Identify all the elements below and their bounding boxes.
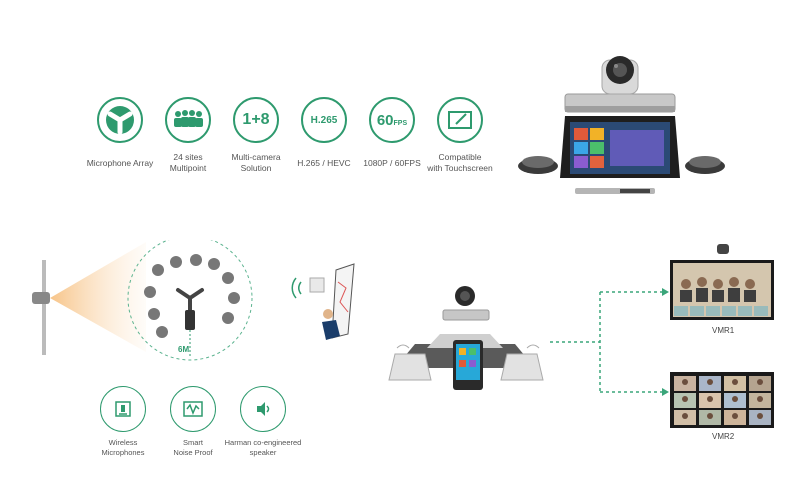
wireless-mic-right [500,344,544,381]
h265-icon: H.265 [301,97,347,143]
multipoint-icon [165,97,211,143]
microphone-array-icon [97,97,143,143]
whiteboard-illustration [291,263,355,340]
wall-camera [32,292,50,304]
bottom-label-wireless: Wireless Microphones [101,438,145,457]
coverage-diagram [32,240,253,361]
fps-unit: FPS [393,119,408,127]
wireless-microphone-icon [100,386,146,432]
speaker-icon [240,386,286,432]
feature-label-h265: H.265 / HEVC [297,158,351,168]
expansion-mic-left [518,156,558,174]
feature-label-touch: Compatible with Touchscreen [427,152,493,173]
participants [144,254,240,338]
noise-proof-icon [170,386,216,432]
vmr1-display [670,244,774,320]
feature-label-multipoint: 24 sites Multipoint [169,152,207,173]
vmr1-label: VMR1 [712,326,735,335]
conference-system-bottom [388,286,544,390]
distance-label: 6M [178,345,190,354]
multi-camera-text: 1+8 [242,111,270,128]
feature-label-fps: 1080P / 60FPS [363,158,421,168]
center-microphone [176,288,204,312]
wireless-mic-left [388,344,432,381]
vmr2-display [670,372,774,428]
h265-text: H.265 [310,114,338,126]
bottom-label-noise: Smart Noise Proof [173,438,213,457]
expansion-mic-right [685,156,725,174]
vmr-connectors [550,288,669,396]
conference-system-top [518,56,725,194]
fps-number: 60 [376,111,394,129]
touchscreen-icon [437,97,483,143]
feature-label-multicamera: Multi-camera Solution [231,152,281,173]
multi-camera-icon: 1+8 [233,97,279,143]
bottom-label-speaker: Harman co-engineered speaker [224,438,302,457]
touch-panel [560,116,680,178]
feature-label-mic: Microphone Array [86,158,154,168]
vmr2-label: VMR2 [712,432,735,441]
